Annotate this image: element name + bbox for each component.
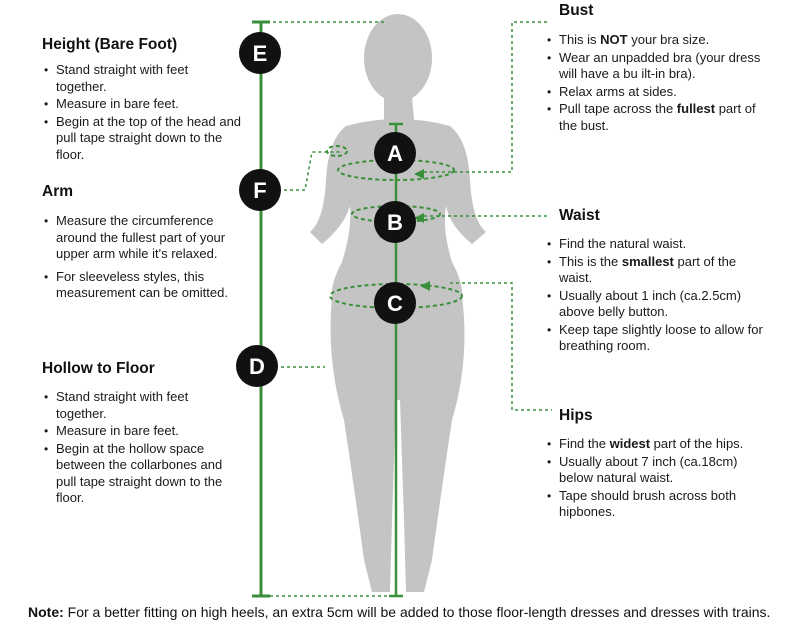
hips-bullets: Find the widest part of the hips. Usuall… — [545, 436, 770, 521]
arm-bullet: Measure the circumference around the ful… — [42, 213, 242, 263]
waist-bullets: Find the natural waist. This is the smal… — [545, 236, 770, 355]
height-tape — [252, 20, 270, 598]
arm-bullets: Measure the circumference around the ful… — [42, 213, 242, 302]
bust-bullet: Wear an unpadded bra (your dress will ha… — [545, 50, 770, 83]
bust-text: part of the bust. — [559, 101, 756, 133]
marker-e: E — [239, 32, 281, 74]
bust-bullet: Relax arms at sides. — [545, 84, 770, 101]
bust-emphasis: NOT — [600, 32, 628, 47]
hips-section: Hips Find the widest part of the hips. U… — [545, 407, 770, 522]
marker-e-label: E — [253, 41, 268, 66]
waist-bullet: Find the natural waist. — [545, 236, 770, 253]
bust-section: Bust This is NOT your bra size. Wear an … — [545, 2, 770, 135]
tape-arrows — [414, 169, 430, 291]
bust-text: your bra size. — [627, 32, 710, 47]
hollow-section: Hollow to Floor Stand straight with feet… — [42, 360, 242, 508]
arm-bullet: For sleeveless styles, this measurement … — [42, 269, 242, 302]
height-bullets: Stand straight with feet together. Measu… — [42, 62, 242, 163]
footer-note: Note: For a better fitting on high heels… — [28, 604, 798, 621]
bust-text: Pull tape across the — [559, 101, 677, 116]
note-label: Note: — [28, 604, 64, 620]
marker-d: D — [236, 345, 278, 387]
marker-f-label: F — [253, 178, 266, 203]
marker-c: C — [374, 282, 416, 324]
hips-bullet: Find the widest part of the hips. — [545, 436, 770, 453]
hips-text: part of the hips. — [650, 436, 744, 451]
marker-a: A — [374, 132, 416, 174]
height-section: Height (Bare Foot) Stand straight with f… — [42, 36, 242, 164]
hips-bullet: Usually about 7 inch (ca.18cm) below nat… — [545, 454, 770, 487]
hips-emphasis: widest — [609, 436, 651, 451]
waist-section: Waist Find the natural waist. This is th… — [545, 207, 770, 356]
hollow-bullet: Measure in bare feet. — [42, 423, 242, 440]
marker-c-label: C — [387, 291, 403, 316]
waist-emphasis: smallest — [621, 253, 674, 269]
height-bullet: Measure in bare feet. — [42, 96, 242, 113]
arm-title: Arm — [42, 183, 74, 200]
marker-d-label: D — [249, 354, 265, 379]
hollow-title: Hollow to Floor — [42, 360, 155, 377]
waist-bullet: Usually about 1 inch (ca.2.5cm) above be… — [545, 288, 770, 321]
bust-text: This is — [559, 32, 601, 47]
waist-title: Waist — [559, 207, 600, 224]
hips-title: Hips — [559, 407, 593, 424]
hollow-bullet: Stand straight with feet together. — [42, 389, 242, 422]
height-title: Height (Bare Foot) — [42, 36, 178, 53]
hollow-bullets: Stand straight with feet together. Measu… — [42, 389, 242, 507]
hollow-bullet: Begin at the hollow space between the co… — [42, 441, 242, 507]
bust-bullets: This is NOT your bra size. Wear an unpad… — [545, 32, 770, 134]
hips-bullet: Tape should brush across both hipbones. — [545, 488, 770, 521]
note-text: For a better fitting on high heels, an e… — [63, 604, 771, 620]
height-bullet: Begin at the top of the head and pull ta… — [42, 114, 242, 164]
marker-b: B — [374, 201, 416, 243]
arm-section: Arm Measure the circumference around the… — [42, 183, 242, 303]
marker-b-label: B — [387, 210, 403, 235]
marker-a-label: A — [387, 141, 403, 166]
bust-title: Bust — [559, 2, 594, 19]
marker-f: F — [239, 169, 281, 211]
height-bullet: Stand straight with feet together. — [42, 62, 242, 95]
bust-bullet: Pull tape across the fullest part of the… — [545, 101, 770, 134]
waist-bullet: Keep tape slightly loose to allow for br… — [545, 322, 770, 355]
waist-text: part of the waist. — [559, 253, 737, 286]
bust-emphasis: fullest — [676, 101, 716, 116]
waist-text: This is the — [559, 253, 622, 269]
waist-bullet: This is the smallest part of the waist. — [545, 254, 770, 287]
hips-text: Find the — [559, 436, 610, 451]
bust-bullet: This is NOT your bra size. — [545, 32, 770, 49]
